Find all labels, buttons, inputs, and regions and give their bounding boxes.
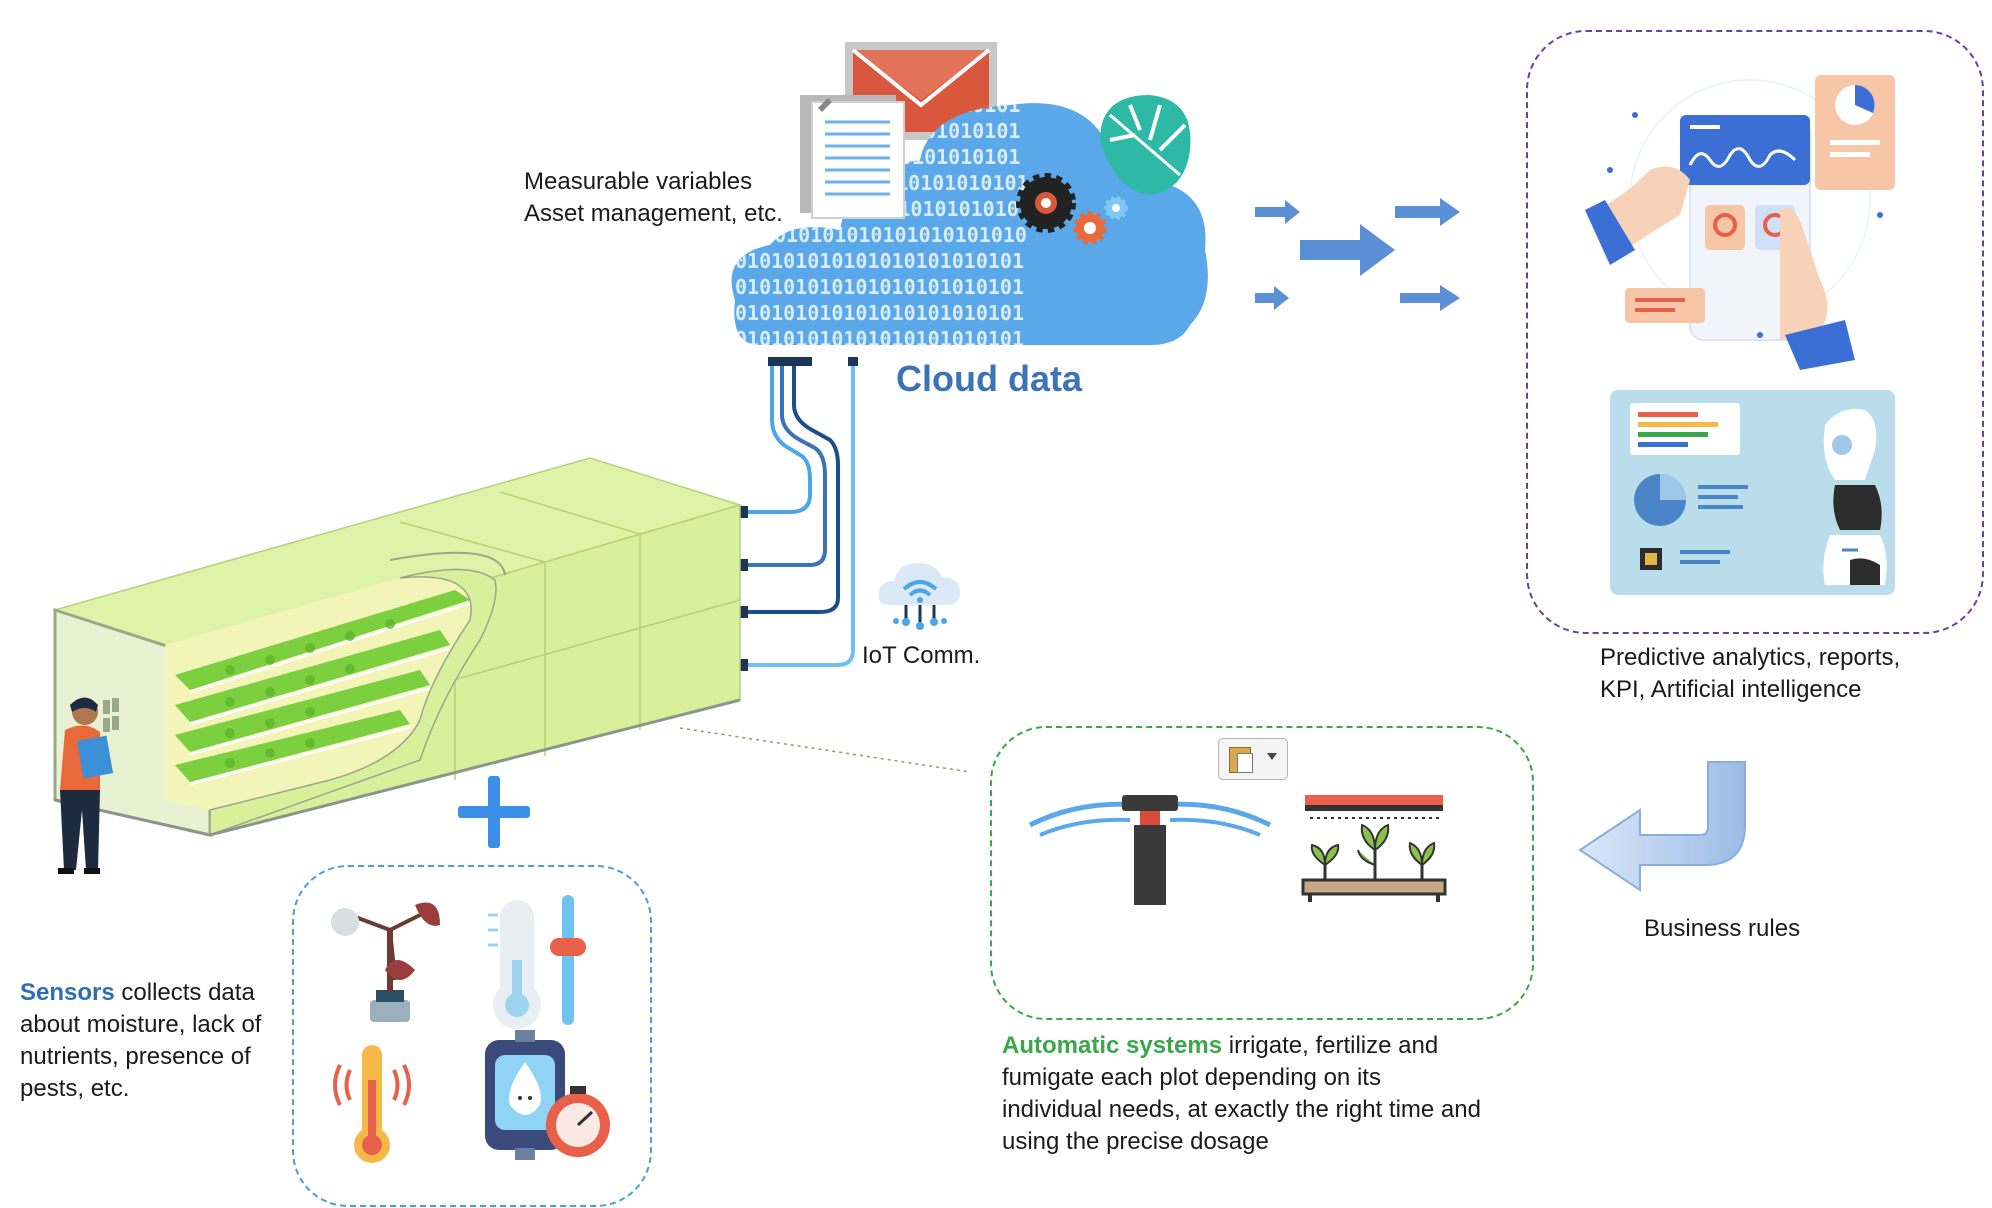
farmer-figure <box>58 697 114 874</box>
measurable-variables-line2: Asset management, etc. <box>524 200 783 227</box>
svg-text:010101010101010101010101: 010101010101010101010101 <box>735 327 1024 351</box>
automatic-line1-rest: irrigate, fertilize and <box>1222 1032 1439 1059</box>
automatic-description: Automatic systems irrigate, fertilize an… <box>1002 1030 1562 1158</box>
sensors-keyword: Sensors <box>20 979 115 1006</box>
automatic-line4: using the precise dosage <box>1002 1128 1269 1155</box>
sensors-line3: nutrients, presence of <box>20 1043 251 1070</box>
grow-bed-icon <box>1301 795 1447 902</box>
sensors-line4: pests, etc. <box>20 1075 130 1102</box>
anemometer-icon <box>331 902 440 1022</box>
heat-thermometer-icon <box>333 1045 411 1163</box>
automatic-line2: fumigate each plot depending on its <box>1002 1064 1381 1091</box>
business-rules-arrow <box>1578 761 1746 892</box>
automatic-keyword: Automatic systems <box>1002 1032 1223 1059</box>
flow-arrows <box>1255 198 1460 311</box>
measurable-variables-label: Measurable variables Asset management, e… <box>524 166 783 230</box>
sensors-line1-rest: collects data <box>114 979 255 1006</box>
svg-text:010101010101010101010101: 010101010101010101010101 <box>735 249 1024 273</box>
sensor-icons <box>331 895 610 1163</box>
analytics-description: Predictive analytics, reports, KPI, Arti… <box>1600 642 1900 706</box>
automatic-systems-box <box>990 726 1534 1020</box>
plus-icon <box>458 776 530 848</box>
gear-icon <box>1016 173 1128 245</box>
analytics-line2: KPI, Artificial intelligence <box>1600 676 1862 703</box>
sensors-line2: about moisture, lack of <box>20 1011 262 1038</box>
svg-text:01010101010101010101010: 01010101010101010101010 <box>750 223 1027 247</box>
analytics-illustration <box>1585 75 1895 595</box>
automatic-line3: individual needs, at exactly the right t… <box>1002 1096 1481 1123</box>
business-rules-label: Business rules <box>1644 915 1801 942</box>
monstera-leaf-icon <box>1100 95 1191 195</box>
paste-options-icon[interactable] <box>1218 738 1288 780</box>
ai-panel-icon <box>1610 390 1895 595</box>
thermometer-slider-icon <box>488 895 586 1029</box>
cloud-data-title: Cloud data <box>896 358 1082 399</box>
wifi-cloud-icon <box>878 563 960 630</box>
sensors-box <box>292 865 652 1207</box>
dashboard-tablet-icon <box>1585 75 1895 370</box>
measurable-variables-line1: Measurable variables <box>524 168 753 195</box>
analytics-line1: Predictive analytics, reports, <box>1600 644 1901 671</box>
sensors-description: Sensors collects data about moisture, la… <box>20 977 300 1105</box>
water-meter-icon <box>485 1030 610 1160</box>
svg-text:0101010101: 0101010101 <box>900 145 1020 169</box>
analytics-box <box>1526 30 1984 634</box>
document-icon <box>800 95 905 219</box>
svg-text:010101010101010101010101: 010101010101010101010101 <box>735 275 1024 299</box>
iot-label: IoT Comm. <box>862 642 981 669</box>
automation-icons <box>1028 795 1447 905</box>
sprinkler-icon <box>1028 795 1272 905</box>
svg-text:010101010101010101010101: 010101010101010101010101 <box>735 301 1024 325</box>
container-farm <box>52 457 743 874</box>
